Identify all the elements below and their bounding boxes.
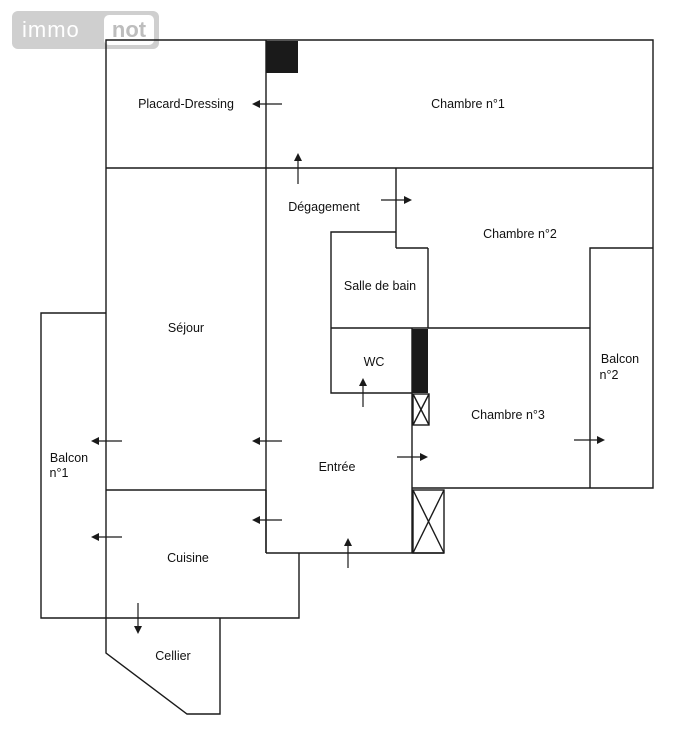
arrow-placard <box>252 100 282 108</box>
arrow-wc <box>359 378 367 407</box>
label-chambre2: Chambre n°2 <box>483 227 557 241</box>
label-entree: Entrée <box>319 460 356 474</box>
wall-sdb <box>330 231 412 394</box>
wall-cellier <box>105 618 221 715</box>
arrow-cuisine <box>252 516 282 524</box>
arrow-chambre2 <box>381 196 412 204</box>
label-balcon1-line1: Balcon <box>50 451 88 465</box>
label-cuisine: Cuisine <box>167 551 209 565</box>
arrow-chambre3 <box>397 453 428 461</box>
label-sejour: Séjour <box>168 321 204 335</box>
label-chambre3: Chambre n°3 <box>471 408 545 422</box>
logo-text-immo: immo <box>22 17 80 42</box>
label-placard: Placard-Dressing <box>138 97 234 111</box>
room-labels: Placard-Dressing Chambre n°1 Dégagement … <box>50 97 640 663</box>
label-balcon1-line2: n°1 <box>50 466 69 480</box>
label-balcon2-line2: n°2 <box>600 368 619 382</box>
arrow-balcon2 <box>574 436 605 444</box>
arrow-cellier <box>134 603 142 634</box>
column-block-wc <box>412 329 428 393</box>
duct-box-large <box>412 489 445 554</box>
arrow-chambre1 <box>294 153 302 184</box>
arrow-entree <box>344 538 352 568</box>
arrow-sejour <box>252 437 282 445</box>
walls <box>40 39 654 715</box>
duct-box-small <box>412 393 430 426</box>
arrow-balcon1-bottom <box>91 533 122 541</box>
column-block-top <box>266 41 298 73</box>
wall-balcon2 <box>589 247 653 488</box>
label-wc: WC <box>364 355 385 369</box>
label-cellier: Cellier <box>155 649 190 663</box>
wall-outer <box>105 39 654 489</box>
label-chambre1: Chambre n°1 <box>431 97 505 111</box>
arrow-balcon1-top <box>91 437 122 445</box>
door-arrows <box>91 100 605 634</box>
label-degagement: Dégagement <box>288 200 360 214</box>
label-balcon2-line1: Balcon <box>601 352 639 366</box>
wall-balcon1 <box>40 312 300 619</box>
label-salle-de-bain: Salle de bain <box>344 279 416 293</box>
immonot-logo: immo not <box>12 11 159 49</box>
